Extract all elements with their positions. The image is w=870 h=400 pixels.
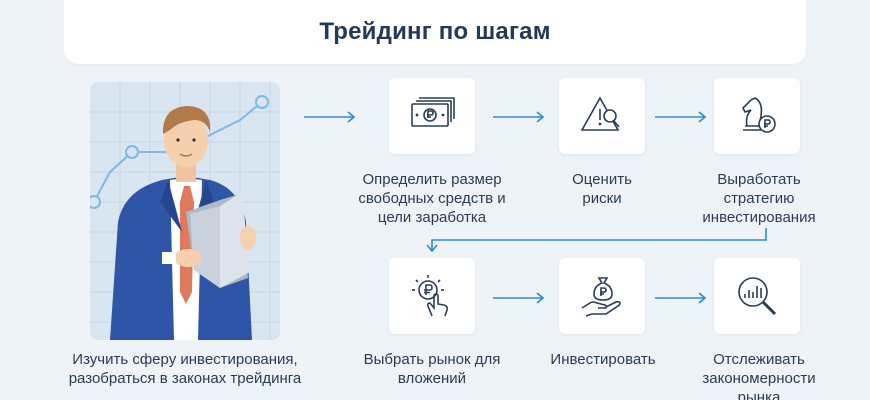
arrow-right-icon xyxy=(493,292,545,304)
funds-card xyxy=(389,78,475,154)
page-title: Трейдинг по шагам xyxy=(319,18,551,45)
step-funds-label: Определить размер свободных средств и це… xyxy=(358,171,506,226)
chess-knight-ruble-icon xyxy=(742,97,776,133)
title-card: Трейдинг по шагам xyxy=(64,0,806,64)
arrow-right-icon xyxy=(493,111,545,123)
step-track-label: Отслеживать закономерности рынка xyxy=(702,351,816,400)
man-reading-illustration xyxy=(90,82,280,340)
person-with-book-icon xyxy=(90,82,280,340)
track-card xyxy=(714,258,800,334)
money-stack-icon xyxy=(411,97,455,127)
return-connector-icon xyxy=(426,228,767,253)
step-invest-label: Инвестировать xyxy=(550,351,656,368)
ruble-click-icon xyxy=(412,275,448,317)
invest-card xyxy=(559,258,645,334)
step-risks-label: Оценить риски xyxy=(572,171,632,207)
step-market-label: Выбрать рынок для вложений xyxy=(363,351,501,387)
step-study-label: Изучить сферу инвестирования, разобратьс… xyxy=(68,351,302,387)
arrow-right-icon xyxy=(655,111,707,123)
magnifier-chart-icon xyxy=(738,277,777,316)
risks-card xyxy=(559,78,645,154)
strategy-card xyxy=(714,78,800,154)
warning-search-icon xyxy=(580,96,620,131)
hand-money-bag-icon xyxy=(581,277,621,317)
market-card xyxy=(389,258,475,334)
arrow-right-icon xyxy=(304,111,356,123)
step-strategy-label: Выработать стратегию инвестирования xyxy=(702,171,816,226)
arrow-right-icon xyxy=(655,292,707,304)
